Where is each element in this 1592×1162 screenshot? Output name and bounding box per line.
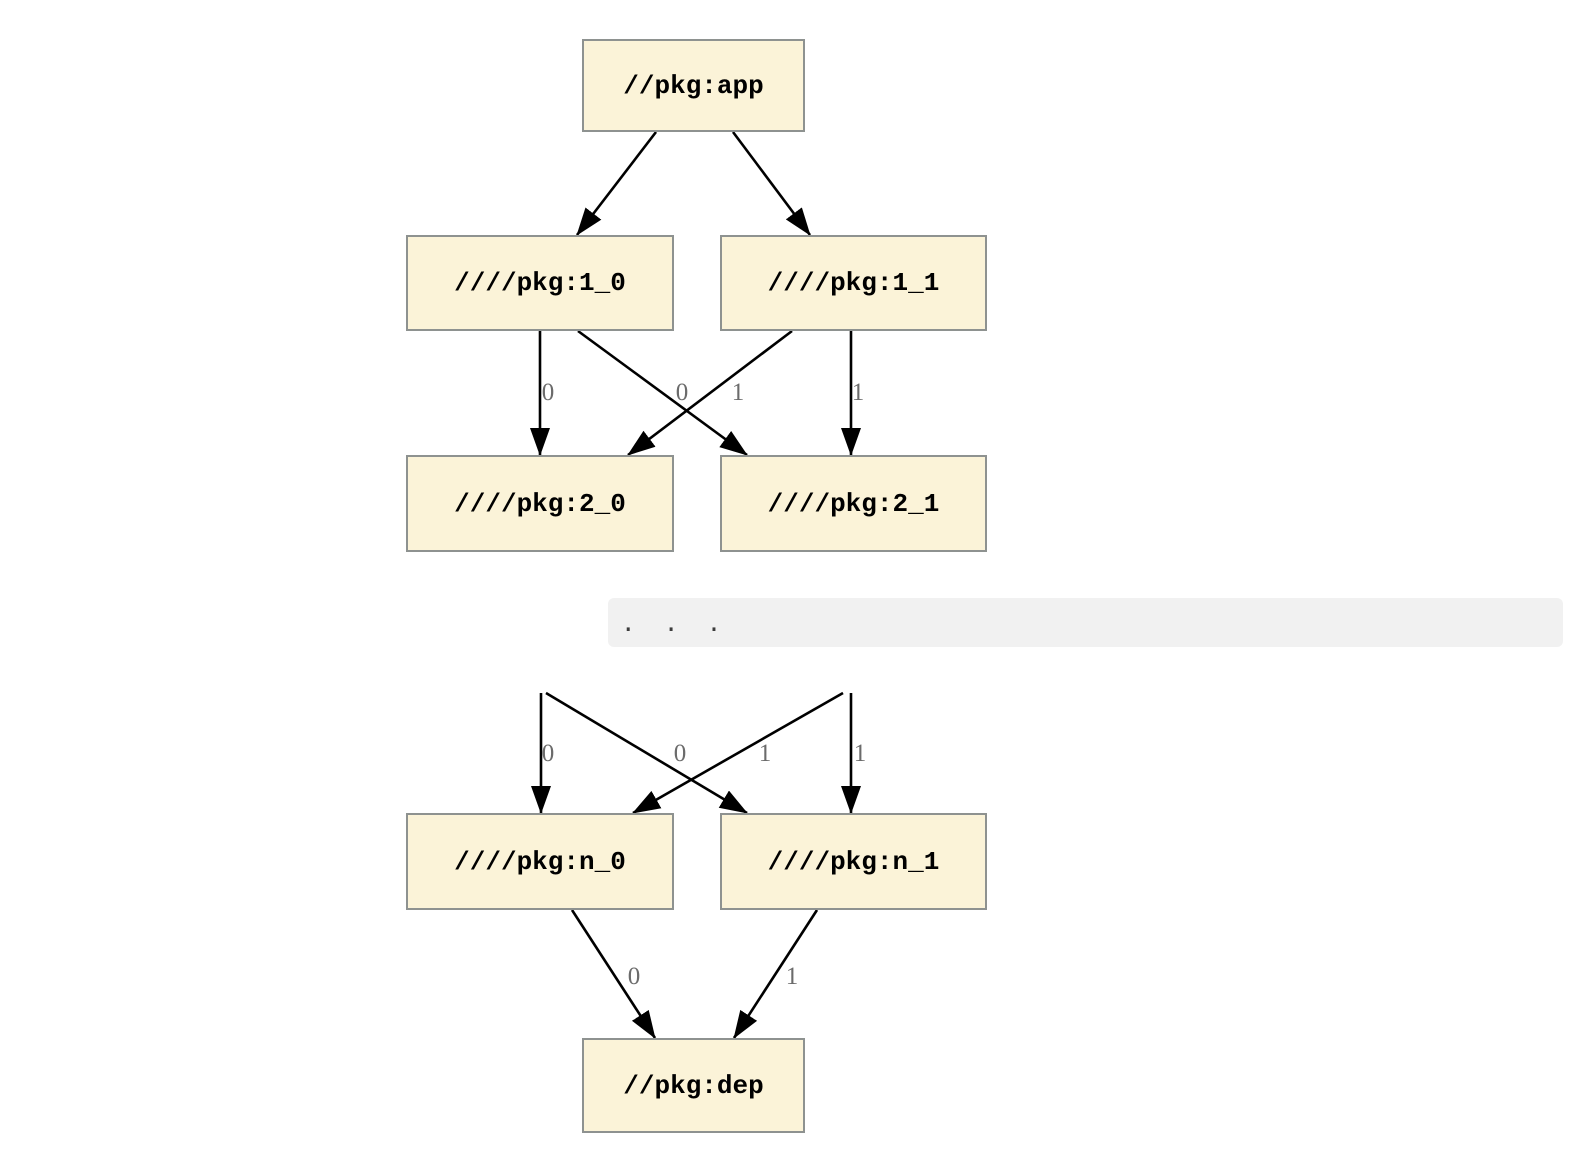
node-label: //pkg:app	[623, 70, 764, 101]
edge-label: 1	[854, 740, 867, 767]
node-label: ////pkg:n_0	[454, 846, 626, 877]
edge-1_1-to-2_0	[627, 329, 793, 457]
node-label: ////pkg:2_0	[454, 488, 626, 519]
node-label: ////pkg:1_1	[767, 268, 940, 298]
node-pkg-n_1: ////pkg:n_1	[720, 813, 987, 910]
node-label: ////pkg:1_0	[454, 268, 626, 298]
node-pkg-n_0: ////pkg:n_0	[406, 813, 674, 910]
edge-label: 1	[759, 740, 772, 767]
node-label: //pkg:dep	[623, 1070, 764, 1101]
edge-label: 0	[542, 379, 555, 406]
edge-app-to-1_0	[575, 131, 658, 236]
edge-1_0-to-2_1	[577, 329, 748, 457]
edge-app-to-1_1	[731, 131, 812, 236]
edge-label: 0	[676, 379, 689, 406]
node-label: ////pkg:n_1	[767, 846, 940, 877]
node-pkg-2_0: ////pkg:2_0	[406, 455, 674, 552]
node-pkg-dep: //pkg:dep	[582, 1038, 805, 1133]
edge-n_0-to-dep	[570, 909, 657, 1039]
edge-elided-to-n_1-cross	[545, 691, 748, 815]
edge-n_1-to-dep	[732, 909, 819, 1039]
ellipsis-text: . . .	[621, 608, 729, 637]
edge-label: 0	[542, 740, 555, 767]
node-pkg-1_0: ////pkg:1_0	[406, 235, 674, 331]
edge-label: 0	[674, 740, 687, 767]
edge-label: 1	[786, 963, 799, 990]
edge-label: 0	[628, 963, 641, 990]
edge-label: 1	[852, 379, 865, 406]
node-pkg-app: //pkg:app	[582, 39, 805, 132]
node-pkg-1_1: ////pkg:1_1	[720, 235, 987, 331]
node-pkg-2_1: ////pkg:2_1	[720, 455, 987, 552]
edge-elided-to-n_0-cross	[632, 691, 844, 815]
elided-rows-bar: . . .	[608, 598, 1563, 647]
edge-label: 1	[732, 379, 745, 406]
node-label: ////pkg:2_1	[767, 488, 940, 519]
